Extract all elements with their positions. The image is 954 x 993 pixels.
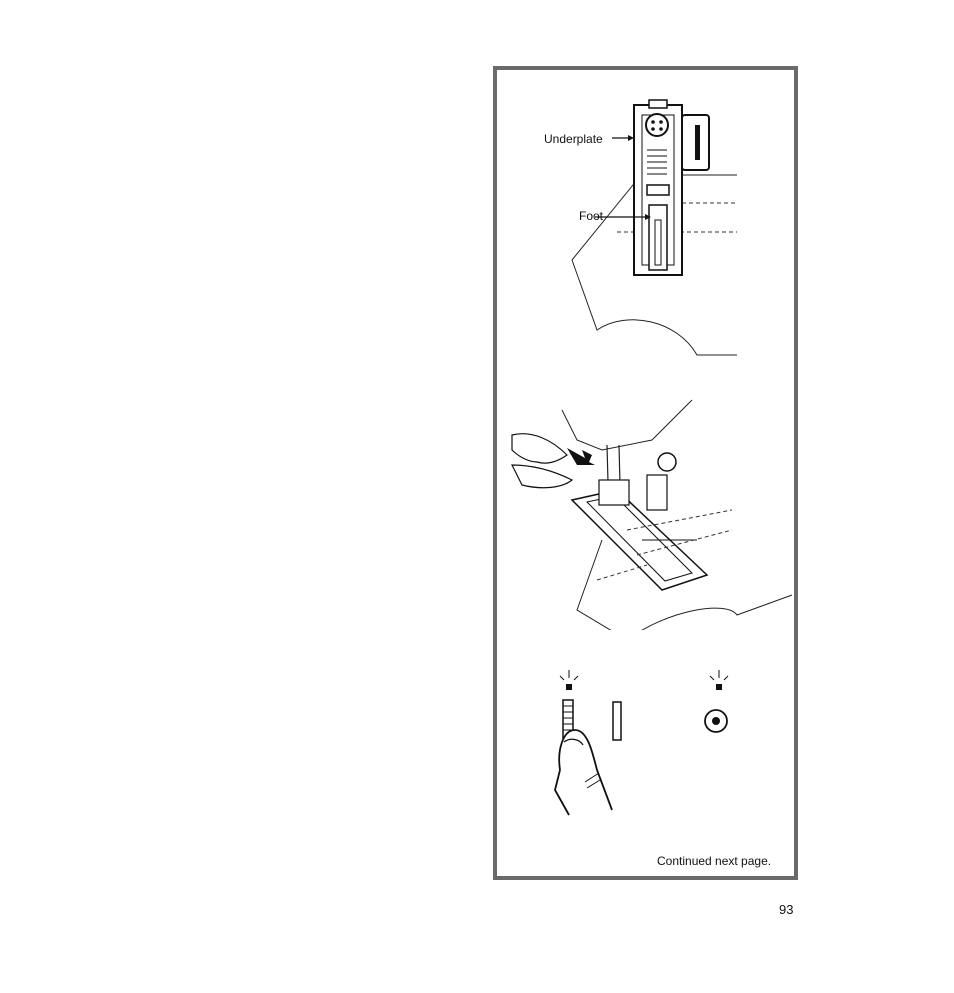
indicator-light-icon-2 xyxy=(710,670,728,680)
illustration-panel: Underplate Foot xyxy=(497,70,794,876)
figure-lowering-buttonhole-lever xyxy=(497,370,794,630)
indicator-light-icon-1 xyxy=(560,670,578,680)
illustration-frame: Underplate Foot xyxy=(493,66,798,880)
figure-buttonhole-foot-top-view xyxy=(497,70,794,370)
continued-next-page-text: Continued next page. xyxy=(657,854,771,868)
foot-label: Foot xyxy=(579,209,603,223)
figure-buttonhole-selection xyxy=(497,670,794,850)
underplate-label: Underplate xyxy=(544,132,603,146)
page-number: 93 xyxy=(779,902,793,917)
